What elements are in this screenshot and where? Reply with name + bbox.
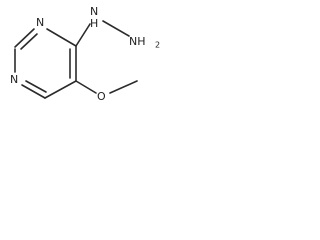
hydrazine-nh2-subscript: 2 xyxy=(155,41,160,50)
bond-c5-o xyxy=(75,80,97,94)
hydrazine-n-label: N xyxy=(90,5,98,18)
ring-nitrogen-top-label: N xyxy=(36,16,44,29)
ring-bond-n3-c2-double xyxy=(20,33,38,50)
bond-o-ch3 xyxy=(109,80,138,94)
ring-nitrogen-bottom-label: N xyxy=(10,73,18,86)
ring-bond-n3-c2 xyxy=(14,28,35,48)
chemical-structure-diagram: N N N H NH 2 O xyxy=(10,5,160,103)
bond-c4-nh xyxy=(75,23,91,47)
ring-bond-n1-c6 xyxy=(21,84,46,99)
methoxy-oxygen-label: O xyxy=(97,90,106,103)
ring-bond-c6-c5 xyxy=(44,80,77,99)
bond-nh-nh2 xyxy=(102,20,130,37)
ring-bond-n1-c6-double xyxy=(25,80,47,93)
ring-bond-c4-n3 xyxy=(46,28,77,47)
hydrazine-nh2-label: NH xyxy=(129,35,146,48)
hydrazine-h-label: H xyxy=(90,17,98,30)
